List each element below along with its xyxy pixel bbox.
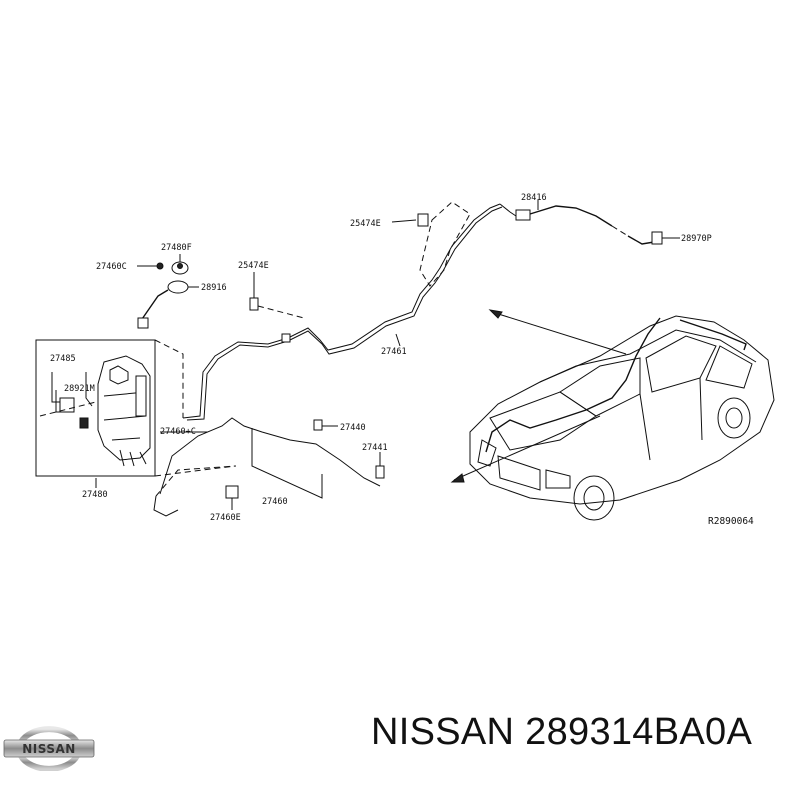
reservoir-group-frame [35,339,156,477]
car-grille [497,455,541,491]
car-side-window [645,335,717,393]
pump-leader [51,372,60,413]
filler-neck-tube [139,289,169,323]
car-door-lines [639,377,703,461]
nozzle-27441 [375,465,385,479]
car-hose-routing [485,317,661,453]
tank-mounts [119,449,147,467]
label-27461-leader [395,333,401,347]
rear-wheel-hub [725,407,743,429]
car-rear-window [705,345,753,389]
label-25474e-top: 25474E [350,219,381,229]
pointer-arrow-rear [491,311,627,355]
hose-line-b [186,206,503,421]
rear-hose: 28416 28970P [499,193,712,245]
clip-25474e-top [417,213,429,227]
reference-code: R2890064 [708,516,754,527]
label-28916: 28916 [201,283,227,293]
filler-neck: 27480F 27460C 28916 [96,243,227,329]
clip-dash [257,305,305,319]
label-28970p: 28970P [681,234,712,244]
rear-hose-connector [515,209,531,221]
clip-27460c [156,262,164,270]
car-windshield [559,357,641,417]
rear-nozzle [651,231,663,245]
connector-27440 [313,419,323,431]
tank-side-pipe [135,375,147,417]
logo-bar [3,739,95,758]
front-wheel-hub [583,485,605,511]
arrowhead-rear [488,309,503,319]
label-27460: 27460 [262,497,288,507]
projection-line [154,339,184,418]
label-28416: 28416 [521,193,547,203]
front-hose-line-a [159,417,381,495]
hose-joint [281,333,291,343]
rear-hose-line [529,205,613,227]
clip-25474e [249,297,259,311]
rear-hose-link [499,203,517,217]
label-27485: 27485 [50,354,76,364]
label-28921m: 28921M [64,384,95,394]
front-wheel [573,475,615,521]
label-27440: 27440 [340,423,366,433]
reservoir-assembly: 27485 28921M 27480 [35,339,236,500]
front-hose-dash [155,465,237,497]
car-rear-hose [679,319,747,351]
washer-pump [59,397,75,413]
logo-wordmark: NISSAN [22,742,76,756]
car-body [469,315,775,505]
label-27460c: 27460C [96,262,127,272]
projection-line [154,465,236,477]
label-27480: 27480 [82,490,108,500]
logo-arc-top [18,726,80,744]
rear-wheel [717,397,751,439]
car-roofline [539,329,757,383]
arrowhead-front [450,473,465,483]
filler-cap-top [177,263,183,269]
hose-bracket-outline [419,201,471,287]
pump-grommet [79,417,89,429]
car-hood [489,391,597,451]
nissan-logo: NISSAN [3,726,95,771]
hose-27461: 25474E 25474E 27461 [182,201,503,421]
front-hose-bracket [251,428,323,499]
label-27460plusc: 27460+C [160,427,196,437]
filler-seal [167,280,189,294]
logo-arc-bottom [18,754,80,771]
clip-27460e [225,485,239,499]
rear-hose-dash [611,225,629,237]
vehicle-illustration [450,309,775,521]
clip-top-leader [391,219,417,223]
tank-inlet [109,365,129,385]
filler-neck-collar [137,317,149,329]
pointer-arrow-front [453,415,601,481]
car-reservoir [477,439,497,467]
label-27441: 27441 [362,443,388,453]
part-number-caption: NISSAN 289314BA0A [371,711,753,753]
label-27460e: 27460E [210,513,241,523]
label-27461: 27461 [381,347,407,357]
label-27480f: 27480F [161,243,192,253]
car-headlight [545,469,571,489]
front-hose: 27460+C 27460E 27460 27440 27441 [153,417,388,523]
hose-line-a [182,203,501,419]
front-hose-end [153,495,179,517]
rear-nozzle-hose [627,235,655,245]
label-25474e-left: 25474E [238,261,269,271]
